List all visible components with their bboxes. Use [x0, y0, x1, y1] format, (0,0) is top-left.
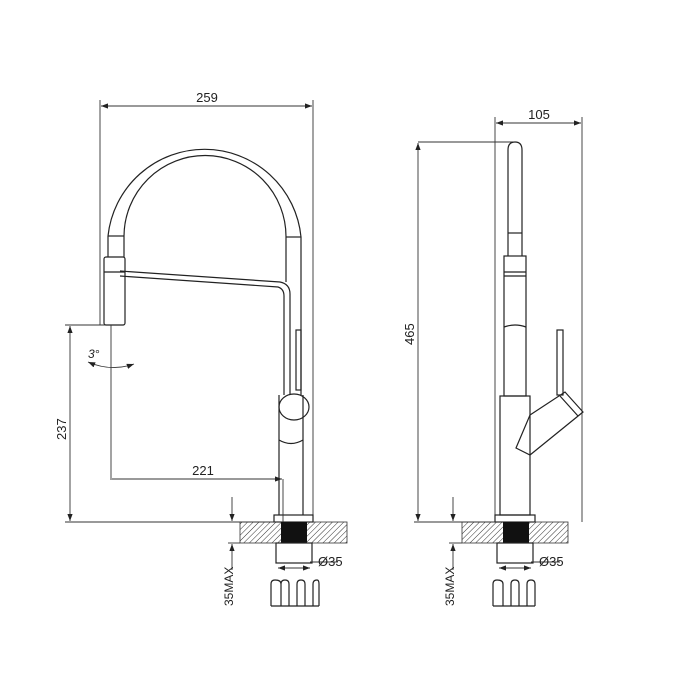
depth-label: 105	[528, 107, 550, 122]
swivel-angle-label: 3°	[88, 347, 100, 361]
lever	[556, 329, 564, 396]
height-dimension: 465	[402, 141, 515, 523]
spout-height-label: 237	[54, 418, 69, 440]
hole-diameter-label: Ø35	[318, 554, 343, 569]
max-counter-label: 35MAX	[222, 567, 236, 606]
handle-knob	[278, 393, 310, 421]
width-dimension: 259	[99, 90, 314, 522]
handle	[515, 391, 584, 456]
hole-diameter-label-side: Ø35	[539, 554, 564, 569]
spout-height-dimension: 237	[54, 324, 275, 523]
countertop-front: Ø35	[239, 521, 348, 607]
side-view: 105 465 Ø35	[402, 107, 584, 607]
front-view: 259	[54, 90, 348, 607]
reach-dimension: 221	[110, 325, 284, 522]
reach-label: 221	[192, 463, 214, 478]
countertop-side: Ø35	[461, 521, 569, 607]
max-counter-dimension-side: 35MAX	[443, 497, 462, 606]
height-label: 465	[402, 323, 417, 345]
faucet-side	[494, 141, 584, 523]
faucet-front	[103, 148, 314, 523]
mounting-nut	[270, 579, 320, 607]
swivel-angle: 3°	[87, 347, 135, 369]
mounting-nut-side	[492, 579, 536, 607]
depth-dimension: 105	[494, 107, 583, 522]
max-counter-dimension: 35MAX	[222, 497, 240, 606]
max-counter-label-side: 35MAX	[443, 567, 457, 606]
width-label: 259	[196, 90, 218, 105]
